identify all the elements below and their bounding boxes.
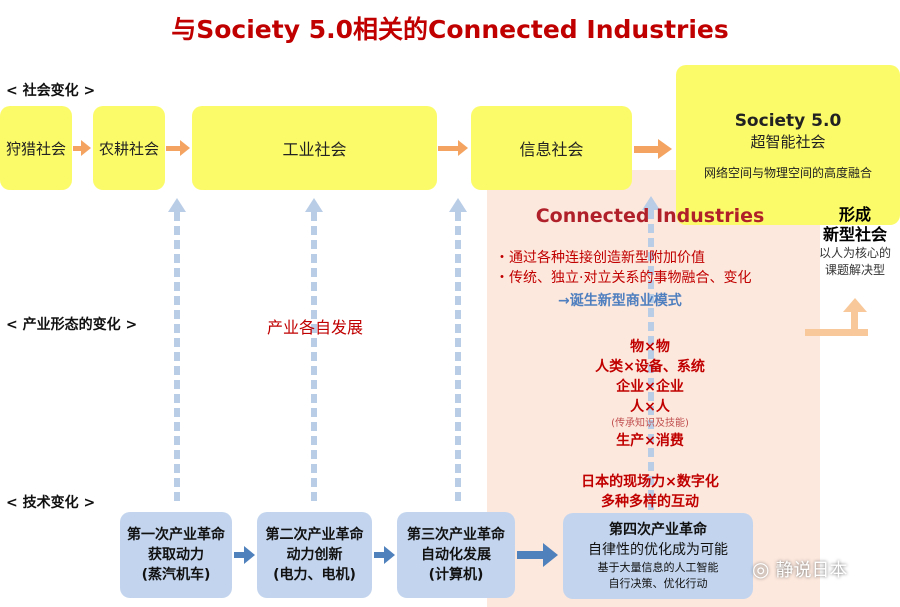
arrow-right <box>438 146 460 151</box>
label-social-change: < 社会变化 > <box>6 83 96 99</box>
society5-sub: 超智能社会 <box>750 133 826 151</box>
rev-line: 自行决策、优化行动 <box>608 577 708 590</box>
arrow-right <box>517 551 545 559</box>
society-industrial: 工业社会 <box>192 106 437 190</box>
rev-line: 动力创新 <box>286 547 343 563</box>
dashed-arrow <box>648 210 654 510</box>
revolution-1: 第一次产业革命 获取动力 (蒸汽机车) <box>120 512 232 598</box>
new-society: 形成 新型社会 以人为核心的 课题解决型 <box>810 205 900 279</box>
society-5-box: Society 5.0 超智能社会 网络空间与物理空间的高度融合 <box>676 65 900 225</box>
arrow-right-icon <box>81 140 91 156</box>
pair: 物×物 <box>630 339 670 355</box>
society-hunting: 狩猎社会 <box>0 106 72 190</box>
rev-line: (电力、电机) <box>273 567 356 583</box>
ci-bullet: ・通过各种连接创造新型附加价值 <box>495 250 705 266</box>
ci-bullet: ・传统、独立·对立关系的事物融合、变化 <box>495 270 752 286</box>
society-information: 信息社会 <box>471 106 632 190</box>
watermark: ◎ 静说日本 <box>752 556 847 582</box>
new-society-title: 新型社会 <box>822 225 887 244</box>
revolution-2: 第二次产业革命 动力创新 (电力、电机) <box>257 512 372 598</box>
arrow-right-icon <box>458 140 468 156</box>
arrow-right-icon <box>384 546 395 564</box>
dashed-arrow-up-icon <box>642 196 660 210</box>
arrow-right <box>166 146 182 151</box>
pair: 人×人 <box>630 399 670 415</box>
arrow-right <box>374 552 386 558</box>
new-society-title: 形成 <box>838 205 871 224</box>
japan-line: 日本的现场力×数字化 <box>581 474 719 490</box>
dashed-arrow <box>174 212 180 502</box>
arrow-right-icon <box>658 139 672 159</box>
pair-note: (传承知识及技能) <box>611 418 689 429</box>
society-agrarian: 农耕社会 <box>93 106 165 190</box>
bent-arrow <box>851 310 858 336</box>
label-tech-change: < 技术变化 > <box>6 495 96 511</box>
rev-line: (蒸汽机车) <box>141 567 211 583</box>
arrow-right <box>73 146 83 151</box>
ci-japan: 日本的现场力×数字化 多种多样的互动 <box>530 472 770 512</box>
new-society-desc: 以人为核心的 <box>818 246 891 260</box>
ci-pairs: 物×物 人类×设备、系统 企业×企业 人×人 (传承知识及技能) 生产×消费 <box>540 337 760 451</box>
revolution-4: 第四次产业革命 自律性的优化成为可能 基于大量信息的人工智能 自行决策、优化行动 <box>563 513 753 599</box>
arrow-right-icon <box>244 546 255 564</box>
ci-title: Connected Industries <box>535 205 765 227</box>
rev-title: 第二次产业革命 <box>265 527 364 543</box>
arrow-right-icon <box>180 140 190 156</box>
industry-self-development: 产业各自发展 <box>266 318 363 337</box>
dashed-arrow <box>311 212 317 502</box>
rev-line: 自律性的优化成为可能 <box>588 542 728 558</box>
rev-line: 基于大量信息的人工智能 <box>597 561 719 574</box>
rev-line: 获取动力 <box>148 547 204 563</box>
rev-line: 自动化发展 <box>421 547 491 563</box>
pair: 企业×企业 <box>616 379 684 395</box>
japan-line: 多种多样的互动 <box>601 494 699 510</box>
society5-desc: 网络空间与物理空间的高度融合 <box>703 166 872 180</box>
wechat-icon: ◎ <box>752 557 770 581</box>
rev-title: 第一次产业革命 <box>127 527 225 543</box>
label-industry-change: < 产业形态的变化 > <box>6 317 138 333</box>
rev-line: (计算机) <box>428 567 484 583</box>
pair: 人类×设备、系统 <box>595 359 705 375</box>
society5-name: Society 5.0 <box>734 111 842 131</box>
ci-result: →诞生新型商业模式 <box>558 293 682 309</box>
arrow-right <box>634 146 660 153</box>
page-title: 与Society 5.0相关的Connected Industries <box>171 15 729 44</box>
rev-title: 第三次产业革命 <box>407 527 505 543</box>
bent-arrow <box>805 329 868 336</box>
pair: 生产×消费 <box>616 433 684 449</box>
arrow-up-icon <box>843 298 867 312</box>
watermark-text: 静说日本 <box>775 560 848 581</box>
dashed-arrow-up-icon <box>305 198 323 212</box>
revolution-3: 第三次产业革命 自动化发展 (计算机) <box>397 512 515 598</box>
dashed-arrow-up-icon <box>449 198 467 212</box>
dashed-arrow <box>455 212 461 502</box>
rev-title: 第四次产业革命 <box>609 522 707 538</box>
arrow-right-icon <box>543 543 558 567</box>
dashed-arrow-up-icon <box>168 198 186 212</box>
ci-bullets: ・通过各种连接创造新型附加价值 ・传统、独立·对立关系的事物融合、变化 <box>495 248 751 288</box>
arrow-right <box>234 552 246 558</box>
new-society-desc: 课题解决型 <box>824 263 885 277</box>
